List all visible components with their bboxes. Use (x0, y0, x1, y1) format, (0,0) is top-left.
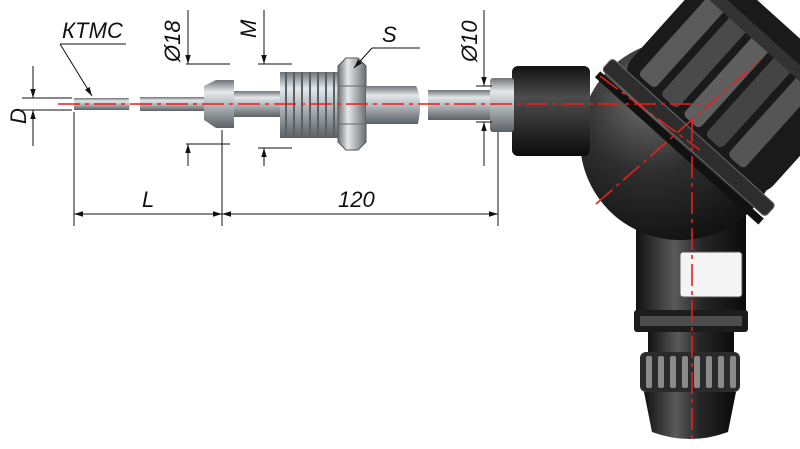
connection-head (512, 0, 800, 318)
dim-d-label: D (6, 108, 31, 124)
cover-centerline (599, 75, 701, 151)
tube-10 (428, 90, 490, 120)
cable-gland (634, 310, 748, 439)
probe-assembly (74, 57, 514, 151)
head-diagonal-centerline (595, 59, 761, 205)
dim-m-label: M (236, 19, 261, 38)
head-inlet (512, 66, 590, 156)
dim-120-label: 120 (338, 187, 375, 212)
dim-18-label: Ø18 (160, 20, 185, 63)
thread-lines (285, 72, 335, 138)
fitting-body (366, 86, 420, 124)
head-fitting (490, 78, 514, 132)
label-strip (679, 251, 743, 298)
dim-10-label: Ø10 (457, 20, 482, 63)
nut-s-label: S (382, 22, 397, 47)
head-cover (594, 0, 800, 225)
dimensions: D КТМС Ø18 M S Ø10 L (6, 10, 499, 226)
dim-l-label: L (142, 187, 154, 212)
centerlines (58, 59, 761, 444)
ktmc-label: КТМС (62, 18, 123, 43)
